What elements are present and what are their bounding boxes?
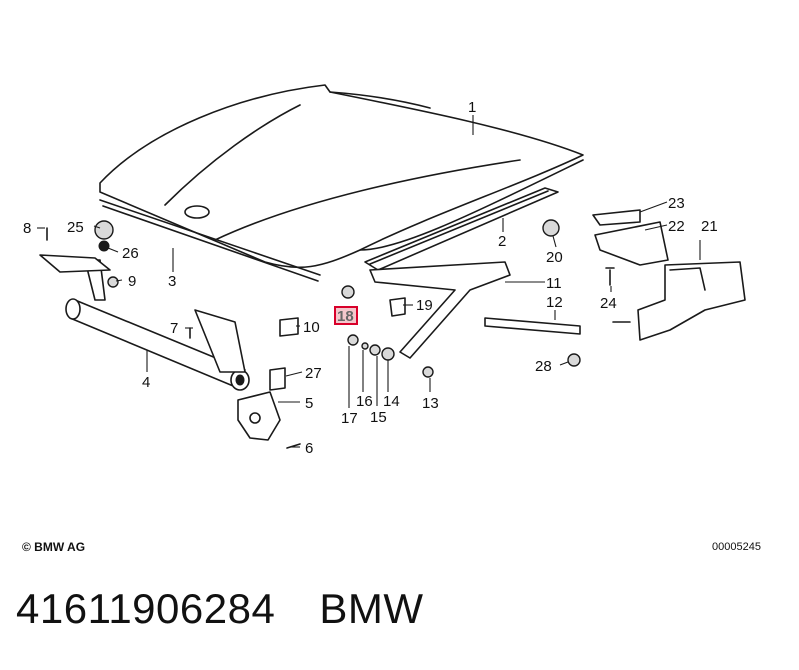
hood-seal-left xyxy=(99,199,321,282)
hood-lock xyxy=(237,391,281,441)
callout-1: 1 xyxy=(468,99,476,116)
callout-17: 17 xyxy=(341,410,358,427)
highlight-box-18 xyxy=(334,306,358,325)
hinge-shaft xyxy=(39,254,250,391)
part-number: 41611906284 xyxy=(16,585,276,632)
parts-diagram: 1 2 3 4 5 6 7 8 9 10 11 12 13 14 15 16 1… xyxy=(23,84,746,457)
gas-strut xyxy=(484,317,581,335)
hardware-items xyxy=(46,219,631,449)
leader-lines xyxy=(37,115,701,448)
callout-6: 6 xyxy=(305,440,313,457)
callout-23: 23 xyxy=(668,195,685,212)
hood-seal-right xyxy=(364,187,559,271)
callout-numbers: 1 2 3 4 5 6 7 8 9 10 11 12 13 14 15 16 1… xyxy=(23,99,718,457)
callout-24: 24 xyxy=(600,295,617,312)
callout-19: 19 xyxy=(416,297,433,314)
callout-22: 22 xyxy=(668,218,685,235)
drawing-number: 00005245 xyxy=(712,541,761,553)
callout-28: 28 xyxy=(535,358,552,375)
callout-16: 16 xyxy=(356,393,373,410)
hinge-bracket-right xyxy=(592,209,746,341)
callout-12: 12 xyxy=(546,294,563,311)
callout-2: 2 xyxy=(498,233,506,250)
callout-26: 26 xyxy=(122,245,139,262)
callout-7: 7 xyxy=(170,320,178,337)
callout-27: 27 xyxy=(305,365,322,382)
callout-18: 18 xyxy=(337,308,354,325)
callout-15: 15 xyxy=(370,409,387,426)
callout-25: 25 xyxy=(67,219,84,236)
callout-14: 14 xyxy=(383,393,400,410)
callout-10: 10 xyxy=(303,319,320,336)
callout-11: 11 xyxy=(546,275,562,292)
callout-5: 5 xyxy=(305,395,313,412)
callout-13: 13 xyxy=(422,395,439,412)
callout-8: 8 xyxy=(23,220,31,237)
part-caption: 41611906284 BMW xyxy=(16,585,423,633)
hood-panel xyxy=(99,84,584,269)
callout-3: 3 xyxy=(168,273,176,290)
callout-20: 20 xyxy=(546,249,563,266)
copyright-notice: © BMW AG xyxy=(22,540,86,554)
hood-stay xyxy=(369,261,511,359)
callout-9: 9 xyxy=(128,273,136,290)
brand-name: BMW xyxy=(319,585,424,632)
callout-21: 21 xyxy=(701,218,718,235)
callout-4: 4 xyxy=(142,374,150,391)
